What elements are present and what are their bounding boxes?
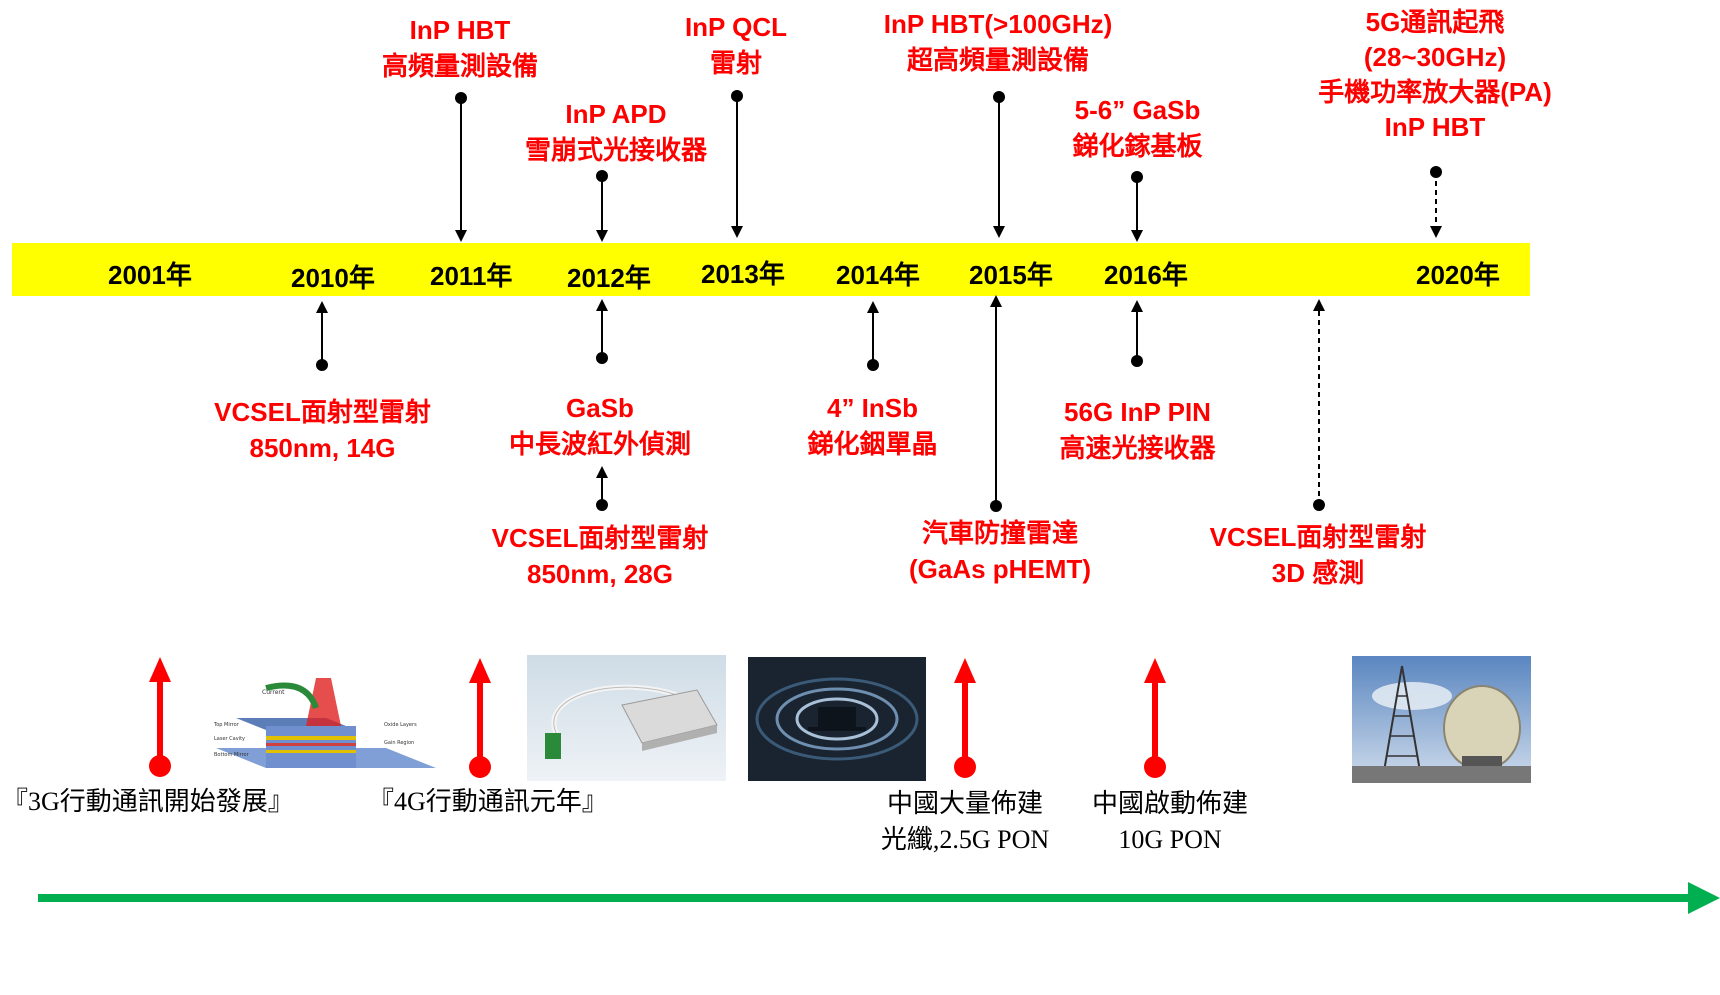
year-label: 2014年 xyxy=(836,260,920,290)
infrared-thermal-image xyxy=(748,657,926,781)
milestone-china-pon-2-5g: 中國大量佈建光纖,2.5G PON xyxy=(880,789,1050,854)
year-label: 2013年 xyxy=(701,259,785,289)
timeline-band xyxy=(12,243,1530,296)
svg-text:Current: Current xyxy=(262,689,285,696)
svg-text:Bottom Mirror: Bottom Mirror xyxy=(214,752,250,758)
event-inp-hbt-100ghz: InP HBT(>100GHz)超高頻量測設備 xyxy=(883,9,1113,75)
event-5g: 5G通訊起飛(28~30GHz)手機功率放大器(PA)InP HBT xyxy=(1318,7,1552,142)
year-label: 2020年 xyxy=(1416,260,1500,290)
year-label: 2012年 xyxy=(567,263,651,293)
milestone-3g: 『3G行動通訊開始發展』 xyxy=(2,787,294,816)
svg-text:Gain Region: Gain Region xyxy=(384,740,414,746)
svg-text:Oxide Layers: Oxide Layers xyxy=(384,722,417,728)
milestone-4g: 『4G行動通訊元年』 xyxy=(368,787,608,816)
year-label: 2016年 xyxy=(1104,260,1188,290)
year-label: 2011年 xyxy=(430,261,513,291)
year-label: 2010年 xyxy=(291,263,375,293)
telecom-tower-image xyxy=(1352,656,1531,783)
svg-text:Laser Cavity: Laser Cavity xyxy=(214,736,245,742)
vcsel-diagram-image: Current Top Mirror Laser Cavity Bottom M… xyxy=(206,668,442,780)
time-arrow xyxy=(38,882,1720,914)
fiber-optic-module-image xyxy=(527,655,726,781)
year-label: 2001年 xyxy=(108,260,192,290)
year-label: 2015年 xyxy=(969,260,1053,290)
svg-text:Top Mirror: Top Mirror xyxy=(213,722,240,728)
event-car-radar: 汽車防撞雷達(GaAs pHEMT) xyxy=(909,518,1091,584)
